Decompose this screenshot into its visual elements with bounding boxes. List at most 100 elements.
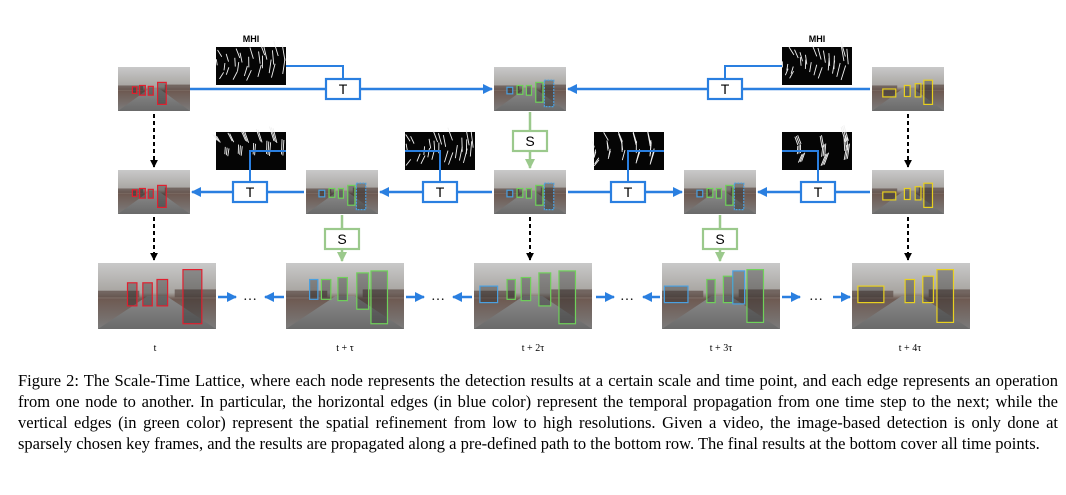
motion-streak [269, 142, 272, 156]
detection-box [535, 81, 544, 103]
cyclist [338, 188, 344, 199]
cyclist [148, 189, 154, 199]
cyclist [356, 183, 366, 210]
motion-streak [470, 131, 474, 148]
road [684, 192, 756, 214]
cyclist [139, 85, 146, 96]
motion-streak [784, 68, 789, 76]
motion-streak [242, 131, 248, 142]
detection-box [922, 275, 935, 304]
detection-box [733, 182, 745, 211]
motion-streak [405, 143, 408, 151]
motion-streak [649, 142, 652, 157]
detection-box [347, 184, 356, 206]
cyclist [182, 269, 202, 324]
detection-box [543, 182, 555, 211]
road [852, 296, 970, 329]
motion-streak [809, 62, 812, 73]
cyclist [309, 279, 318, 300]
motion-streak [257, 64, 262, 77]
motion-streak [805, 54, 808, 65]
mhi-connector [405, 150, 441, 181]
frame-row2-t3tau [684, 170, 756, 214]
detection-box [538, 272, 552, 307]
frame-row1-t [118, 67, 190, 111]
detection-box [328, 187, 336, 198]
tree-line [118, 85, 144, 90]
tree-line [118, 188, 144, 193]
motion-streak [212, 134, 218, 141]
tree-line [164, 187, 190, 193]
cyclist [535, 185, 543, 206]
motion-streak [258, 51, 261, 64]
cyclist [915, 83, 921, 97]
road [872, 192, 944, 214]
cyclist [664, 286, 688, 303]
motion-streak [448, 152, 454, 165]
ellipsis: … [620, 289, 634, 304]
temporal-op-box [324, 77, 362, 101]
time-label: t + τ [336, 343, 353, 354]
detection-box [318, 189, 326, 198]
ellipsis: … [431, 289, 445, 304]
detection-box [147, 85, 154, 96]
figure-caption: Figure 2: The Scale-Time Lattice, where … [18, 370, 1058, 454]
cyclist [157, 279, 168, 306]
detection-box [370, 270, 389, 325]
motion-streak [229, 133, 235, 143]
cyclist [347, 185, 355, 206]
detection-box [356, 272, 370, 310]
motion-streak [821, 145, 824, 157]
frame-row2-t2tau [494, 170, 566, 214]
motion-streak [846, 48, 849, 65]
cyclist [882, 89, 896, 97]
cyclist [732, 270, 745, 304]
motion-streak [840, 65, 847, 81]
motion-streak [433, 131, 439, 143]
detection-box [355, 182, 367, 211]
motion-streak [240, 130, 247, 141]
detection-box [923, 79, 934, 105]
detection-box [914, 83, 922, 98]
detection-box [746, 269, 765, 324]
motion-streak [263, 46, 268, 60]
motion-streak [219, 72, 224, 80]
detection-box [337, 276, 348, 302]
motion-streak [840, 41, 846, 57]
motion-streak [817, 47, 822, 60]
cyclist [142, 282, 153, 306]
mhi-connector [724, 65, 782, 80]
motion-streak [789, 70, 794, 79]
motion-streak [794, 136, 799, 146]
motion-streak [465, 130, 470, 146]
motion-streak [227, 148, 230, 157]
road [286, 296, 404, 329]
motion-streak [797, 135, 802, 145]
motion-streak [823, 152, 830, 165]
cyclist [356, 272, 369, 310]
tree-line [362, 289, 404, 298]
temporal-op-box [706, 77, 744, 101]
detection-box [126, 282, 138, 307]
cyclist [521, 277, 531, 301]
motion-streak [225, 147, 228, 156]
motion-streak [282, 139, 285, 156]
detection-box [525, 187, 533, 199]
tree-line [918, 187, 944, 193]
detection-box [506, 278, 516, 300]
motion-streak [239, 145, 241, 155]
motion-streak [235, 48, 241, 59]
cyclist [526, 85, 532, 96]
motion-streak [822, 153, 828, 166]
detection-box [857, 285, 885, 304]
cyclist [507, 279, 516, 300]
motion-streak [799, 153, 804, 163]
detection-box [923, 182, 934, 208]
motion-streak [281, 44, 286, 61]
cyclist [337, 277, 348, 301]
cyclist [544, 80, 554, 107]
motion-streak [405, 159, 412, 166]
motion-streak [282, 58, 286, 75]
tree-line [872, 188, 898, 193]
